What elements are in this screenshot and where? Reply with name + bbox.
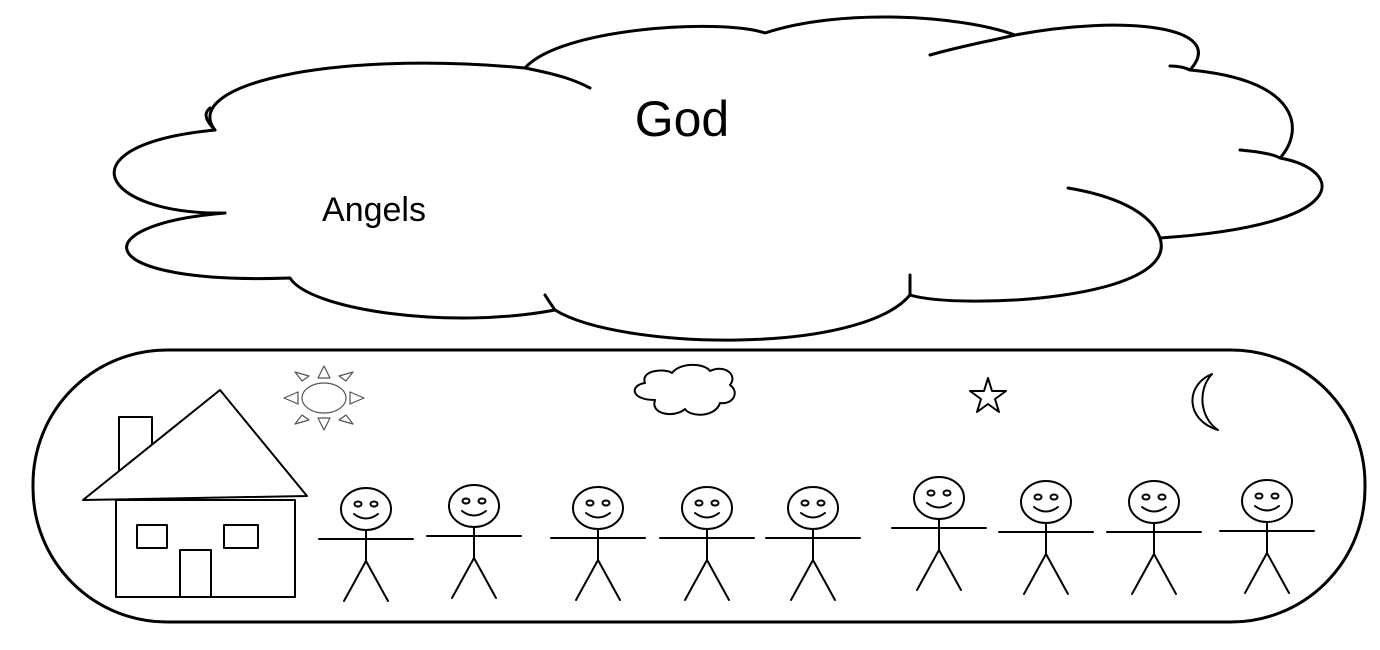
- person-head: [448, 484, 500, 528]
- person-smile: [926, 502, 952, 509]
- person-eye: [1270, 492, 1280, 500]
- person-eye: [1049, 493, 1059, 501]
- person-head: [572, 486, 624, 530]
- person-leg: [790, 559, 814, 601]
- person-smile: [353, 513, 379, 520]
- person-smile: [1254, 505, 1280, 512]
- person-eye: [353, 500, 363, 508]
- person-eye: [926, 489, 936, 497]
- person-smile: [800, 512, 826, 519]
- stick-person: [318, 487, 414, 602]
- people-row: [318, 476, 1315, 602]
- person-head: [681, 486, 733, 530]
- earth-capsule: [31, 348, 1367, 624]
- person-leg: [343, 560, 367, 602]
- person-leg: [916, 549, 940, 591]
- stick-person: [426, 484, 522, 599]
- person-leg: [1153, 553, 1177, 595]
- person-leg: [1266, 552, 1290, 594]
- angels-label: Angels: [322, 191, 426, 229]
- person-eye: [585, 499, 595, 507]
- person-eye: [800, 499, 810, 507]
- heaven-cloud: [112, 15, 1324, 342]
- cloud-icon: [633, 363, 736, 416]
- person-leg: [365, 560, 389, 602]
- person-head: [340, 487, 392, 531]
- person-eye: [694, 499, 704, 507]
- sun-icon: [283, 365, 365, 431]
- star-icon: [969, 377, 1007, 413]
- person-smile: [694, 512, 720, 519]
- stick-person: [1219, 479, 1315, 594]
- person-leg: [597, 559, 621, 601]
- person-leg: [451, 557, 475, 599]
- person-eye: [1033, 493, 1043, 501]
- person-leg: [575, 559, 599, 601]
- person-eye: [816, 499, 826, 507]
- person-smile: [1033, 506, 1059, 513]
- stick-person: [1106, 480, 1202, 595]
- person-head: [1020, 480, 1072, 524]
- person-leg: [1023, 553, 1047, 595]
- person-leg: [1244, 552, 1268, 594]
- person-eye: [710, 499, 720, 507]
- person-eye: [477, 497, 487, 505]
- person-eye: [369, 500, 379, 508]
- person-head: [913, 476, 965, 520]
- person-leg: [706, 559, 730, 601]
- person-eye: [1157, 493, 1167, 501]
- person-smile: [461, 510, 487, 517]
- stick-person: [891, 476, 987, 591]
- stick-person: [659, 486, 755, 601]
- person-leg: [938, 549, 962, 591]
- person-leg: [1131, 553, 1155, 595]
- person-leg: [473, 557, 497, 599]
- god-label: God: [635, 91, 730, 147]
- person-smile: [1141, 506, 1167, 513]
- stick-person: [765, 486, 861, 601]
- house-icon: [82, 389, 308, 598]
- stick-person: [550, 486, 646, 601]
- person-smile: [585, 512, 611, 519]
- moon-icon: [1191, 373, 1219, 431]
- person-eye: [461, 497, 471, 505]
- person-leg: [1045, 553, 1069, 595]
- stick-person: [998, 480, 1094, 595]
- person-head: [787, 486, 839, 530]
- person-eye: [1254, 492, 1264, 500]
- person-leg: [684, 559, 708, 601]
- person-head: [1241, 479, 1293, 523]
- person-eye: [942, 489, 952, 497]
- person-head: [1128, 480, 1180, 524]
- person-leg: [812, 559, 836, 601]
- person-eye: [1141, 493, 1151, 501]
- person-eye: [601, 499, 611, 507]
